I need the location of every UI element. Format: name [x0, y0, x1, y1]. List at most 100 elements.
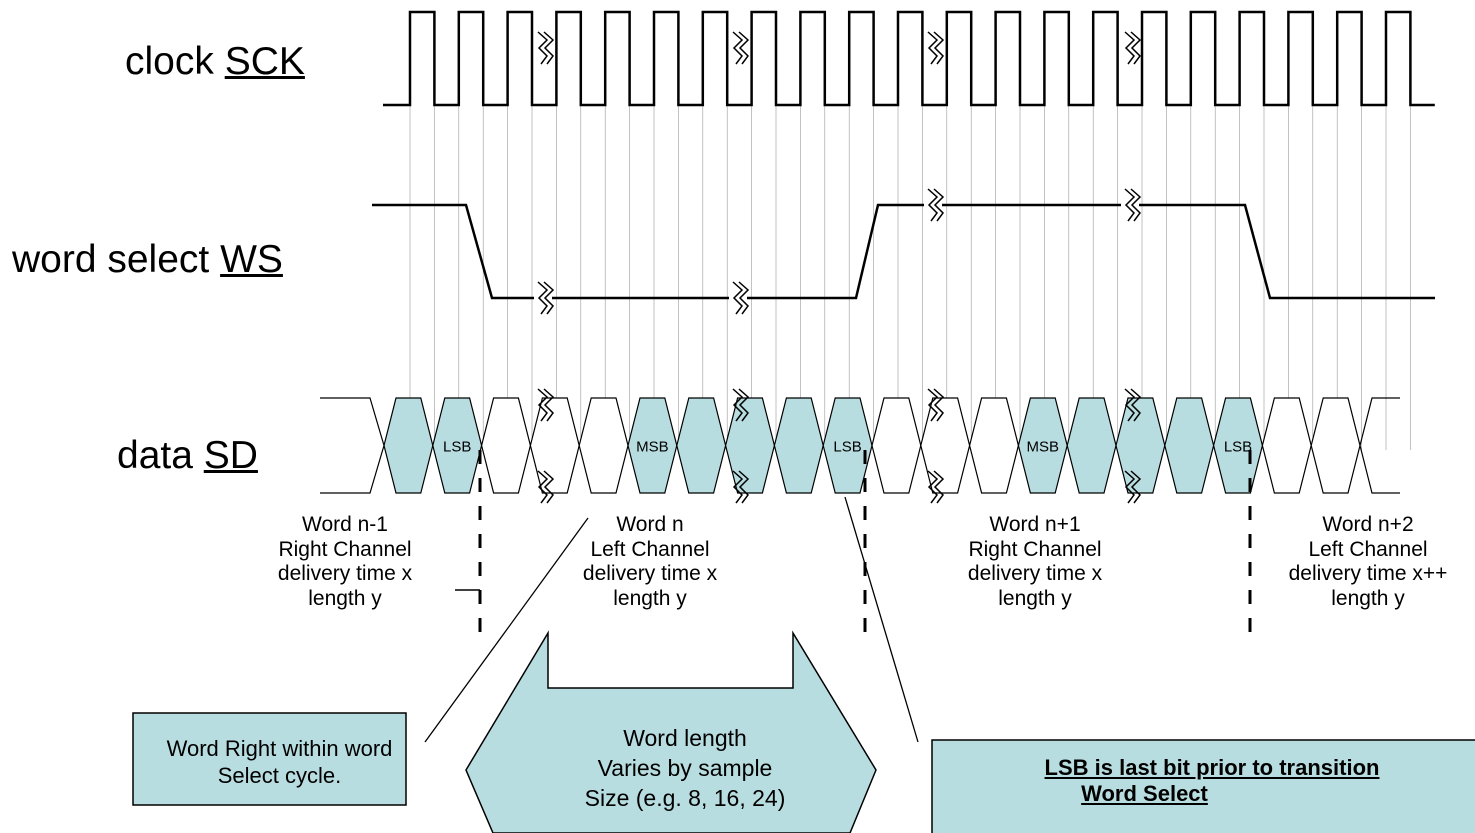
sd-data-cell: [1261, 397, 1312, 494]
sd-data-cell: [578, 397, 629, 494]
sd-data-cell: [920, 397, 971, 494]
ws-break-icon: [1124, 188, 1136, 222]
word-length-line: Word length: [623, 725, 747, 751]
ws-break-icon: [537, 281, 549, 315]
sd-break-icon: [732, 388, 744, 422]
ws-break-icon: [543, 281, 555, 315]
sd-label-name: SD: [203, 434, 258, 477]
word-label-line: delivery time x: [277, 562, 413, 585]
sd-data-cell: [676, 397, 727, 494]
sd-break-icon: [1124, 388, 1136, 422]
sck-break-icon: [732, 31, 744, 65]
sd-data-cell: [529, 397, 580, 494]
sd-lead-out: [1359, 397, 1400, 494]
sd-break-icon: [1124, 470, 1136, 504]
sd-bit-label: LSB: [833, 439, 861, 456]
sck-wave-path: [383, 10, 1435, 107]
sd-bit-label: MSB: [636, 439, 669, 456]
sd-data-cell: [871, 397, 922, 494]
callout-shapes: [132, 630, 1475, 833]
sck-break-icon: [933, 31, 945, 65]
sd-break-marks: [537, 388, 1142, 504]
sd-break-icon: [1130, 470, 1142, 504]
sd-break-icon: [927, 470, 939, 504]
word-label-line: length y: [998, 586, 1072, 610]
word-label-line: Word n+2: [1322, 513, 1414, 536]
word-boundary-markers: [455, 450, 1252, 632]
sck-break-icon: [1124, 31, 1136, 65]
ws-label-prefix: word select: [12, 238, 210, 281]
word-length-line: Varies by sample: [597, 755, 773, 781]
ws-break-icon: [933, 188, 945, 222]
ws-break-gap: [534, 293, 552, 303]
sck-label-name: SCK: [224, 40, 305, 83]
sd-data-cell: [1066, 397, 1117, 494]
sck-break-icon: [1130, 31, 1142, 65]
ws-break-icon: [732, 281, 744, 315]
word-label-line: Word n-1: [302, 513, 388, 536]
ws-break-icon: [927, 188, 939, 222]
word-label-line: length y: [613, 586, 687, 610]
word-right-callout-text: Word Right within word Select cycle.: [152, 735, 407, 789]
word-label-n-minus-1: Word n-1 Right Channel delivery time x l…: [270, 513, 420, 611]
lsb-note-line: Word Select: [1081, 781, 1208, 806]
word-right-callout-label: Word Right within word Select cycle.: [166, 736, 393, 788]
sd-label-prefix: data: [117, 434, 193, 477]
word-right-pointer: [424, 517, 589, 743]
ws-label-name: WS: [220, 238, 283, 281]
sd-data-cell: [1164, 397, 1215, 494]
ws-wave-path: [372, 203, 1435, 300]
sd-break-icon: [738, 388, 750, 422]
word-label-line: Right Channel: [278, 537, 412, 561]
sck-label: clock SCK: [125, 42, 305, 81]
sd-data-cells: [320, 397, 1400, 494]
sck-break-icon: [537, 31, 549, 65]
sd-break-icon: [927, 388, 939, 422]
word-length-callout-text: Word length Varies by sample Size (e.g. …: [540, 723, 830, 813]
word-label-line: Word n+1: [989, 513, 1081, 536]
word-label-n: Word n Left Channel delivery time x leng…: [565, 513, 735, 611]
lsb-note-callout-text: LSB is last bit prior to transition Word…: [932, 755, 1475, 807]
word-label-line: Right Channel: [968, 537, 1102, 561]
callout-pointer-lines: [424, 496, 919, 743]
sd-break-icon: [1130, 388, 1142, 422]
word-label-line: delivery time x++: [1288, 562, 1448, 585]
ws-break-gap: [924, 200, 942, 210]
sck-break-marks: [537, 31, 1142, 65]
ws-break-gap: [729, 293, 747, 303]
sd-data-cell: [773, 397, 824, 494]
ws-break-icon: [738, 281, 750, 315]
word-label-line: length y: [1331, 586, 1405, 610]
word-label-line: delivery time x: [582, 562, 718, 585]
sd-bit-label: LSB: [443, 439, 471, 456]
lsb-note-callout-box: [931, 739, 1475, 833]
ws-label: word select WS: [12, 240, 283, 279]
sd-data-cell: [968, 397, 1020, 494]
sd-break-icon: [543, 388, 555, 422]
sd-label: data SD: [117, 436, 258, 475]
word-label-n-plus-1: Word n+1 Right Channel delivery time x l…: [945, 513, 1125, 611]
ws-waveform: [372, 188, 1435, 315]
sd-break-icon: [732, 470, 744, 504]
ws-break-icon: [1130, 188, 1142, 222]
clock-guide-lines: [409, 105, 1411, 450]
sd-data-cell: [724, 397, 776, 494]
word-length-callout-shape: [465, 630, 877, 833]
sck-break-icon: [738, 31, 750, 65]
sck-break-icon: [927, 31, 939, 65]
word-label-line: length y: [308, 586, 382, 610]
sck-break-icon: [543, 31, 555, 65]
sck-label-prefix: clock: [125, 40, 214, 83]
ws-break-gap: [1121, 200, 1139, 210]
word-label-n-plus-2: Word n+2 Left Channel delivery time x++ …: [1268, 513, 1468, 611]
sd-bit-label: LSB: [1224, 439, 1252, 456]
sd-break-icon: [537, 470, 549, 504]
sd-lead-in: [320, 397, 385, 494]
word-label-line: delivery time x: [967, 562, 1103, 585]
word-label-line: Word n: [616, 513, 684, 536]
sd-break-icon: [537, 388, 549, 422]
sd-break-icon: [933, 470, 945, 504]
sd-break-icon: [543, 470, 555, 504]
